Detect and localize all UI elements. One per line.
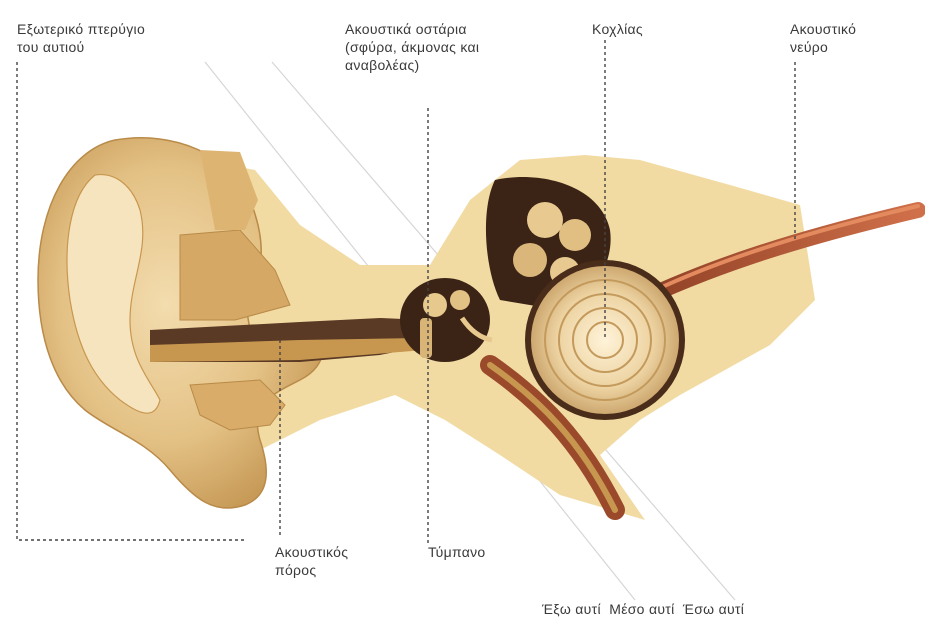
label-eardrum: Τύμπανο <box>428 543 486 561</box>
vestibule-lump-2 <box>559 219 591 251</box>
label-ossicles: Ακουστικά οστάρια (σφύρα, άκμονας και αν… <box>345 20 479 74</box>
incus <box>450 290 470 310</box>
label-ossicles-line-1: Ακουστικά οστάρια <box>345 20 479 38</box>
label-ossicles-line-2: (σφύρα, άκμονας και <box>345 38 479 56</box>
label-cochlea-line-1: Κοχλίας <box>592 20 643 38</box>
vestibule-lump-1 <box>527 202 563 238</box>
label-outer-ear-line-1: Εξωτερικό πτερύγιο <box>17 20 145 38</box>
label-ear-regions-text: Έξω αυτί Μέσο αυτί Έσω αυτί <box>542 600 744 618</box>
label-outer-ear-line-2: του αυτιού <box>17 38 145 56</box>
label-auditory-nerve: Ακουστικό νεύρο <box>790 20 856 56</box>
eardrum-membrane <box>420 318 432 358</box>
label-ear-canal-line-1: Ακουστικός <box>275 543 348 561</box>
label-cochlea: Κοχλίας <box>592 20 643 38</box>
label-ear-canal: Ακουστικός πόρος <box>275 543 348 579</box>
label-ear-regions: Έξω αυτί Μέσο αυτί Έσω αυτί <box>542 600 744 618</box>
label-ossicles-line-3: αναβολέας) <box>345 56 479 74</box>
malleus <box>423 293 447 317</box>
label-auditory-nerve-line-1: Ακουστικό <box>790 20 856 38</box>
label-eardrum-line-1: Τύμπανο <box>428 543 486 561</box>
label-outer-ear: Εξωτερικό πτερύγιο του αυτιού <box>17 20 145 56</box>
middle-ear-cavity <box>400 278 490 362</box>
vestibule-lump-3 <box>513 243 547 277</box>
label-ear-canal-line-2: πόρος <box>275 561 348 579</box>
label-auditory-nerve-line-2: νεύρο <box>790 38 856 56</box>
